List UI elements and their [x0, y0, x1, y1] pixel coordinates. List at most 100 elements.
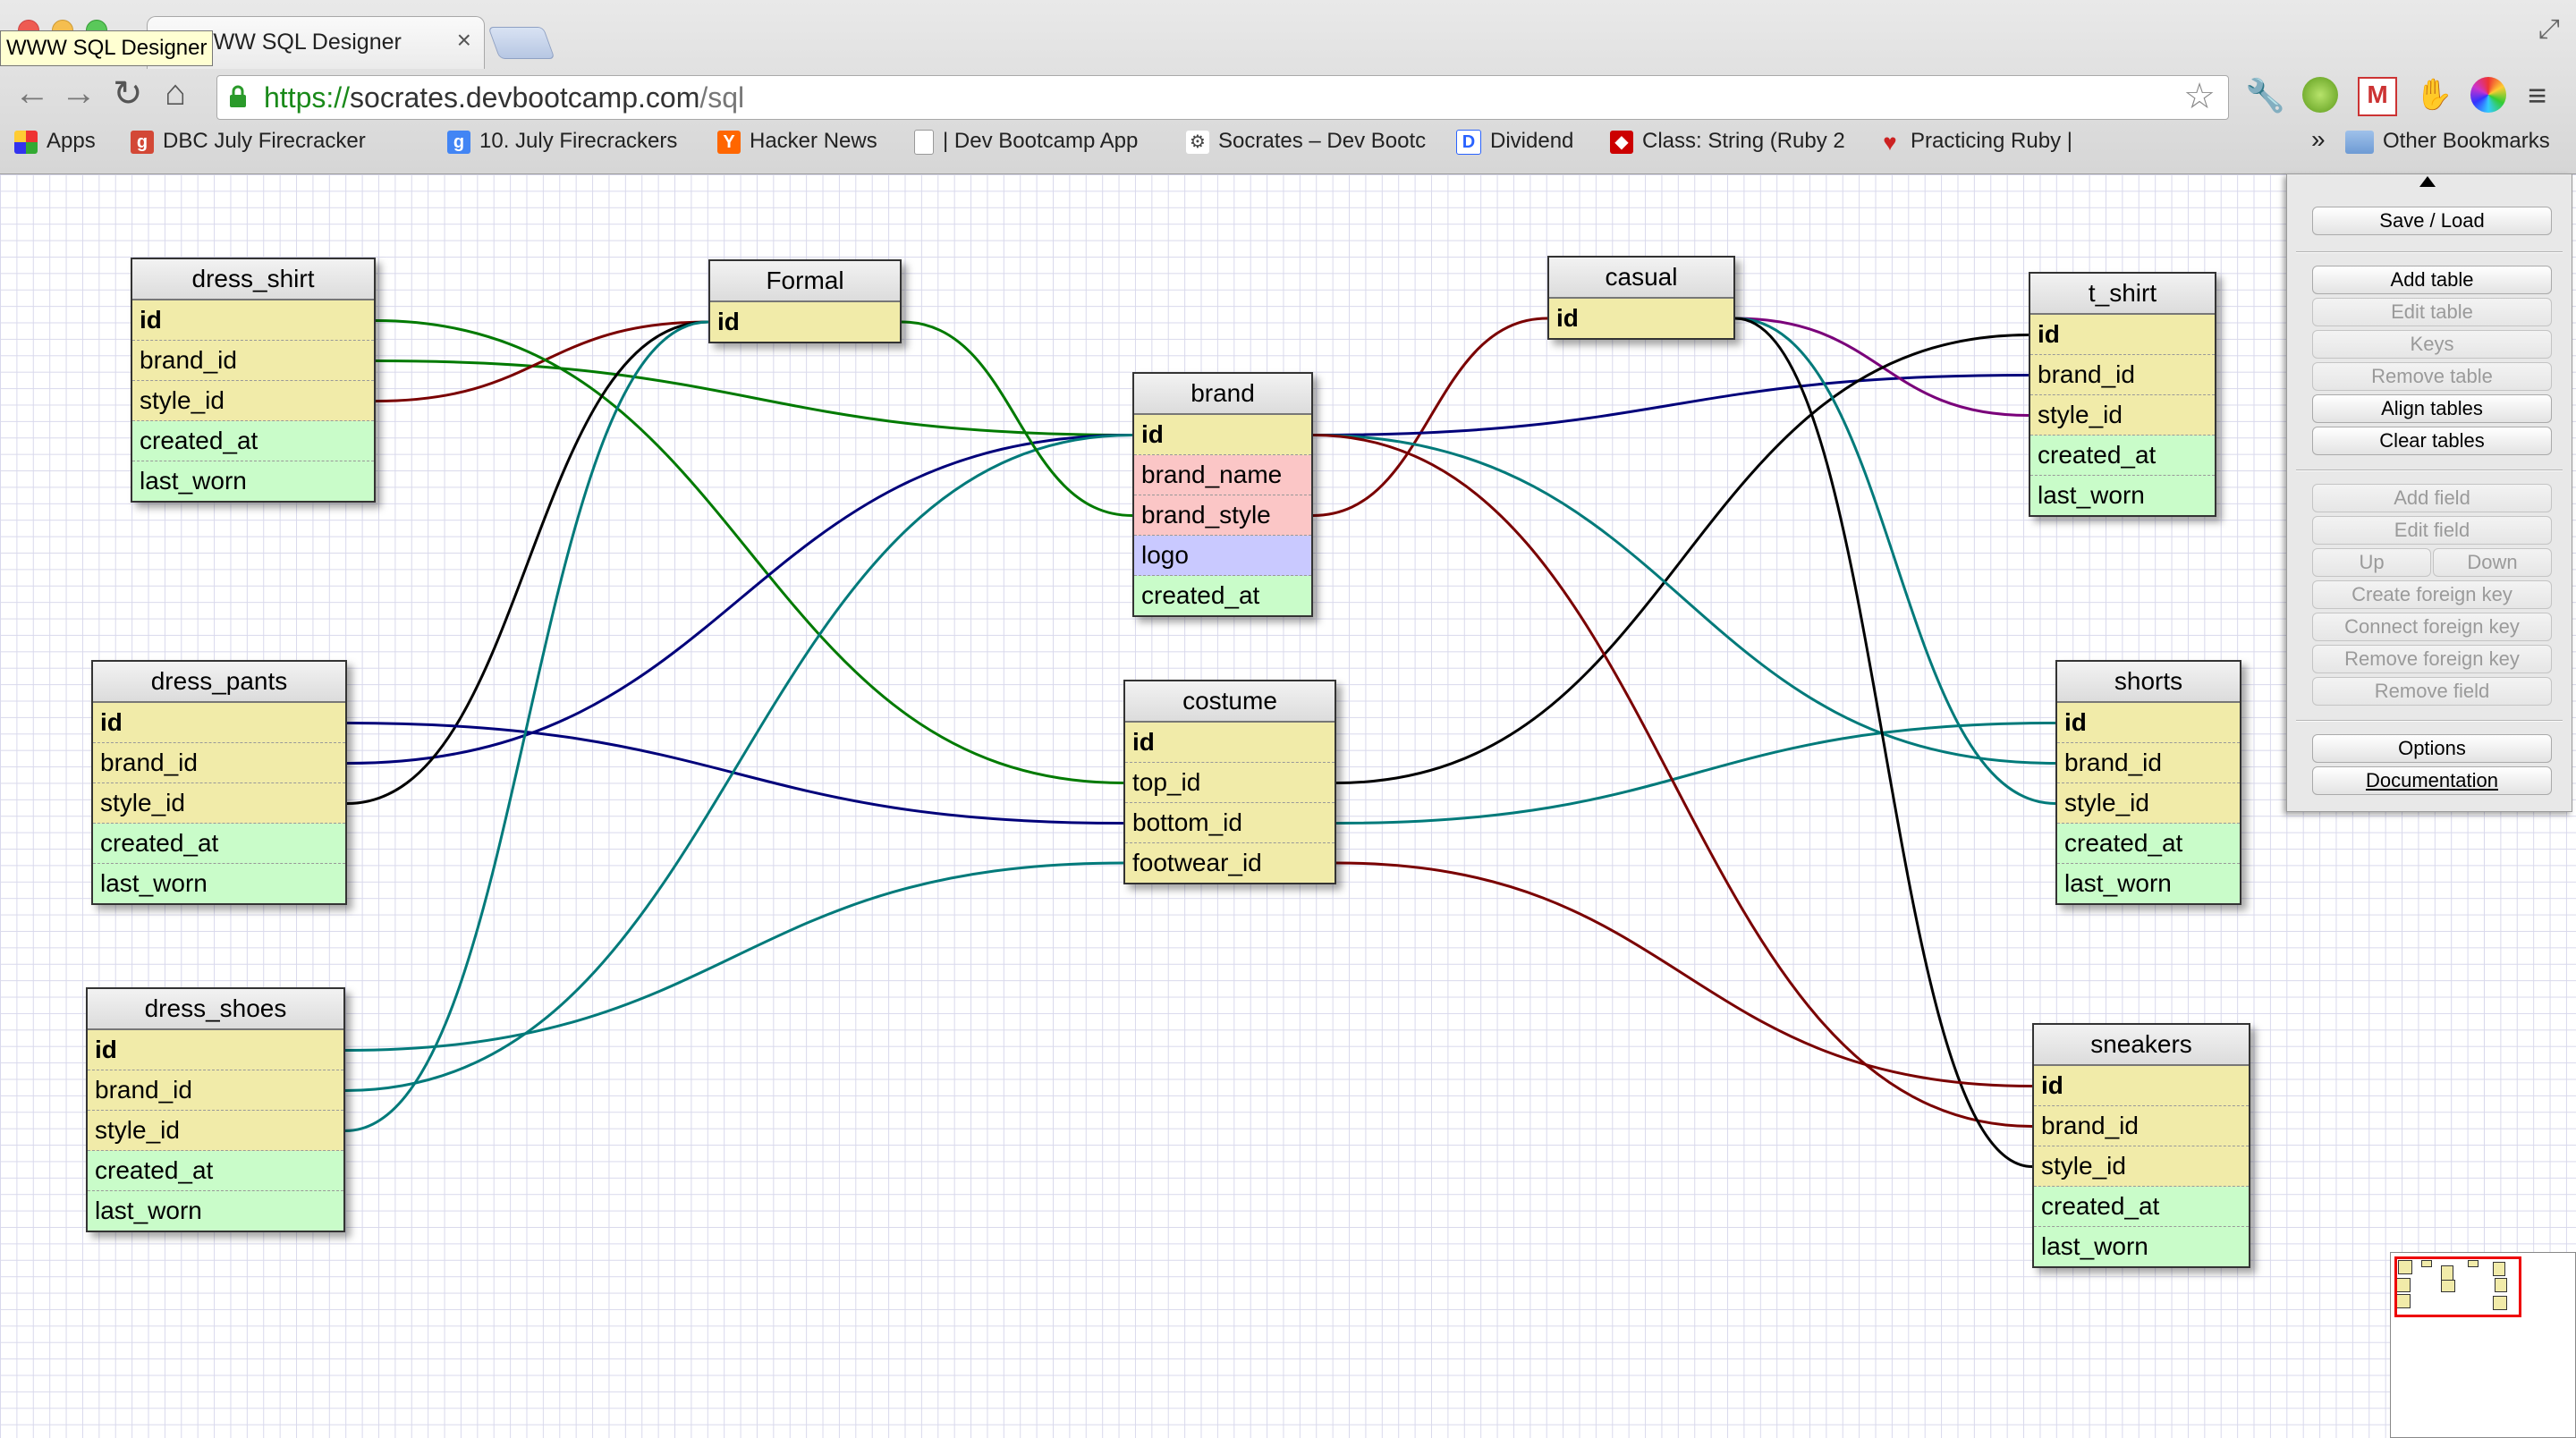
remove-table-button[interactable]: Remove table — [2312, 362, 2552, 391]
bookmark-socrates[interactable]: ⚙Socrates – Dev Bootc — [1186, 129, 1426, 157]
align-tables-button[interactable]: Align tables — [2312, 394, 2552, 423]
table-title[interactable]: brand — [1134, 374, 1311, 415]
tab-close-icon[interactable]: × — [456, 26, 471, 54]
remove-foreign-key-button[interactable]: Remove foreign key — [2312, 645, 2552, 673]
save-load-button[interactable]: Save / Load — [2312, 207, 2552, 235]
gmail-icon[interactable]: M — [2358, 77, 2397, 116]
field-id[interactable]: id — [2057, 703, 2240, 743]
field-created_at[interactable]: created_at — [88, 1151, 343, 1191]
edit-field-button[interactable]: Edit field — [2312, 516, 2552, 545]
bookmarks-overflow-icon[interactable]: » — [2311, 125, 2326, 153]
collapse-arrow-icon[interactable] — [2419, 176, 2436, 187]
reload-icon[interactable]: ↻ — [113, 74, 143, 114]
table-title[interactable]: dress_pants — [93, 662, 345, 703]
documentation-button[interactable]: Documentation — [2312, 766, 2552, 795]
field-created_at[interactable]: created_at — [93, 824, 345, 864]
field-style_id[interactable]: style_id — [88, 1111, 343, 1151]
field-created_at[interactable]: created_at — [2057, 824, 2240, 864]
bookmark-dev-bootcamp[interactable]: | Dev Bootcamp App — [914, 129, 1138, 157]
extension-green-icon[interactable] — [2302, 77, 2338, 113]
table-title[interactable]: Formal — [710, 261, 900, 302]
field-up-button[interactable]: Up — [2312, 548, 2431, 577]
field-last_worn[interactable]: last_worn — [2030, 476, 2215, 515]
remove-field-button[interactable]: Remove field — [2312, 677, 2552, 706]
field-id[interactable]: id — [1549, 299, 1733, 338]
field-style_id[interactable]: style_id — [2057, 783, 2240, 824]
field-brand_id[interactable]: brand_id — [2030, 355, 2215, 395]
field-brand_name[interactable]: brand_name — [1134, 455, 1311, 495]
field-id[interactable]: id — [132, 300, 374, 341]
add-table-button[interactable]: Add table — [2312, 266, 2552, 294]
field-created_at[interactable]: created_at — [2030, 436, 2215, 476]
field-created_at[interactable]: created_at — [2034, 1187, 2249, 1227]
field-created_at[interactable]: created_at — [132, 421, 374, 461]
field-id[interactable]: id — [88, 1030, 343, 1070]
field-style_id[interactable]: style_id — [93, 783, 345, 824]
field-brand_id[interactable]: brand_id — [93, 743, 345, 783]
hand-icon[interactable]: ✋ — [2415, 78, 2453, 112]
field-id[interactable]: id — [710, 302, 900, 342]
menu-icon[interactable]: ≡ — [2528, 77, 2547, 114]
table-title[interactable]: dress_shirt — [132, 259, 374, 300]
table-title[interactable]: sneakers — [2034, 1025, 2249, 1066]
field-brand_style[interactable]: brand_style — [1134, 495, 1311, 536]
field-brand_id[interactable]: brand_id — [88, 1070, 343, 1111]
field-id[interactable]: id — [1134, 415, 1311, 455]
other-bookmarks[interactable]: Other Bookmarks — [2345, 129, 2550, 157]
field-bottom_id[interactable]: bottom_id — [1125, 803, 1335, 843]
bookmark-star-icon[interactable]: ☆ — [2183, 77, 2216, 116]
connect-foreign-key-button[interactable]: Connect foreign key — [2312, 613, 2552, 641]
field-top_id[interactable]: top_id — [1125, 763, 1335, 803]
field-id[interactable]: id — [2034, 1066, 2249, 1106]
field-id[interactable]: id — [2030, 315, 2215, 355]
field-footwear_id[interactable]: footwear_id — [1125, 843, 1335, 883]
field-last_worn[interactable]: last_worn — [2034, 1227, 2249, 1266]
field-last_worn[interactable]: last_worn — [88, 1191, 343, 1231]
field-logo[interactable]: logo — [1134, 536, 1311, 576]
fullscreen-icon[interactable]: ⤢ — [2538, 14, 2560, 44]
bookmark-ruby-string[interactable]: ◆Class: String (Ruby 2 — [1610, 129, 1845, 157]
table-title[interactable]: t_shirt — [2030, 274, 2215, 315]
field-brand_id[interactable]: brand_id — [2057, 743, 2240, 783]
minimap-viewport[interactable] — [2394, 1256, 2521, 1317]
create-foreign-key-button[interactable]: Create foreign key — [2312, 580, 2552, 609]
bookmark-practicing-ruby[interactable]: ♥Practicing Ruby | — [1878, 129, 2072, 157]
home-icon[interactable]: ⌂ — [165, 73, 187, 113]
bookmark-apps[interactable]: Apps — [14, 129, 96, 157]
table-title[interactable]: costume — [1125, 681, 1335, 723]
options-button[interactable]: Options — [2312, 734, 2552, 763]
table-title[interactable]: casual — [1549, 258, 1733, 299]
back-icon[interactable]: ← — [14, 73, 50, 113]
field-style_id[interactable]: style_id — [2034, 1146, 2249, 1187]
field-brand_id[interactable]: brand_id — [2034, 1106, 2249, 1146]
field-brand_id[interactable]: brand_id — [132, 341, 374, 381]
field-last_worn[interactable]: last_worn — [2057, 864, 2240, 903]
forward-icon[interactable]: → — [61, 73, 97, 113]
minimap[interactable] — [2390, 1252, 2576, 1438]
field-last_worn[interactable]: last_worn — [93, 864, 345, 903]
field-down-button[interactable]: Down — [2433, 548, 2552, 577]
field-created_at[interactable]: created_at — [1134, 576, 1311, 615]
color-wheel-icon[interactable] — [2470, 77, 2506, 113]
new-tab-button[interactable] — [487, 27, 555, 59]
keys-button[interactable]: Keys — [2312, 330, 2552, 359]
edit-table-button[interactable]: Edit table — [2312, 298, 2552, 326]
field-id[interactable]: id — [93, 703, 345, 743]
table-title[interactable]: dress_shoes — [88, 989, 343, 1030]
table-title[interactable]: shorts — [2057, 662, 2240, 703]
field-style_id[interactable]: style_id — [2030, 395, 2215, 436]
